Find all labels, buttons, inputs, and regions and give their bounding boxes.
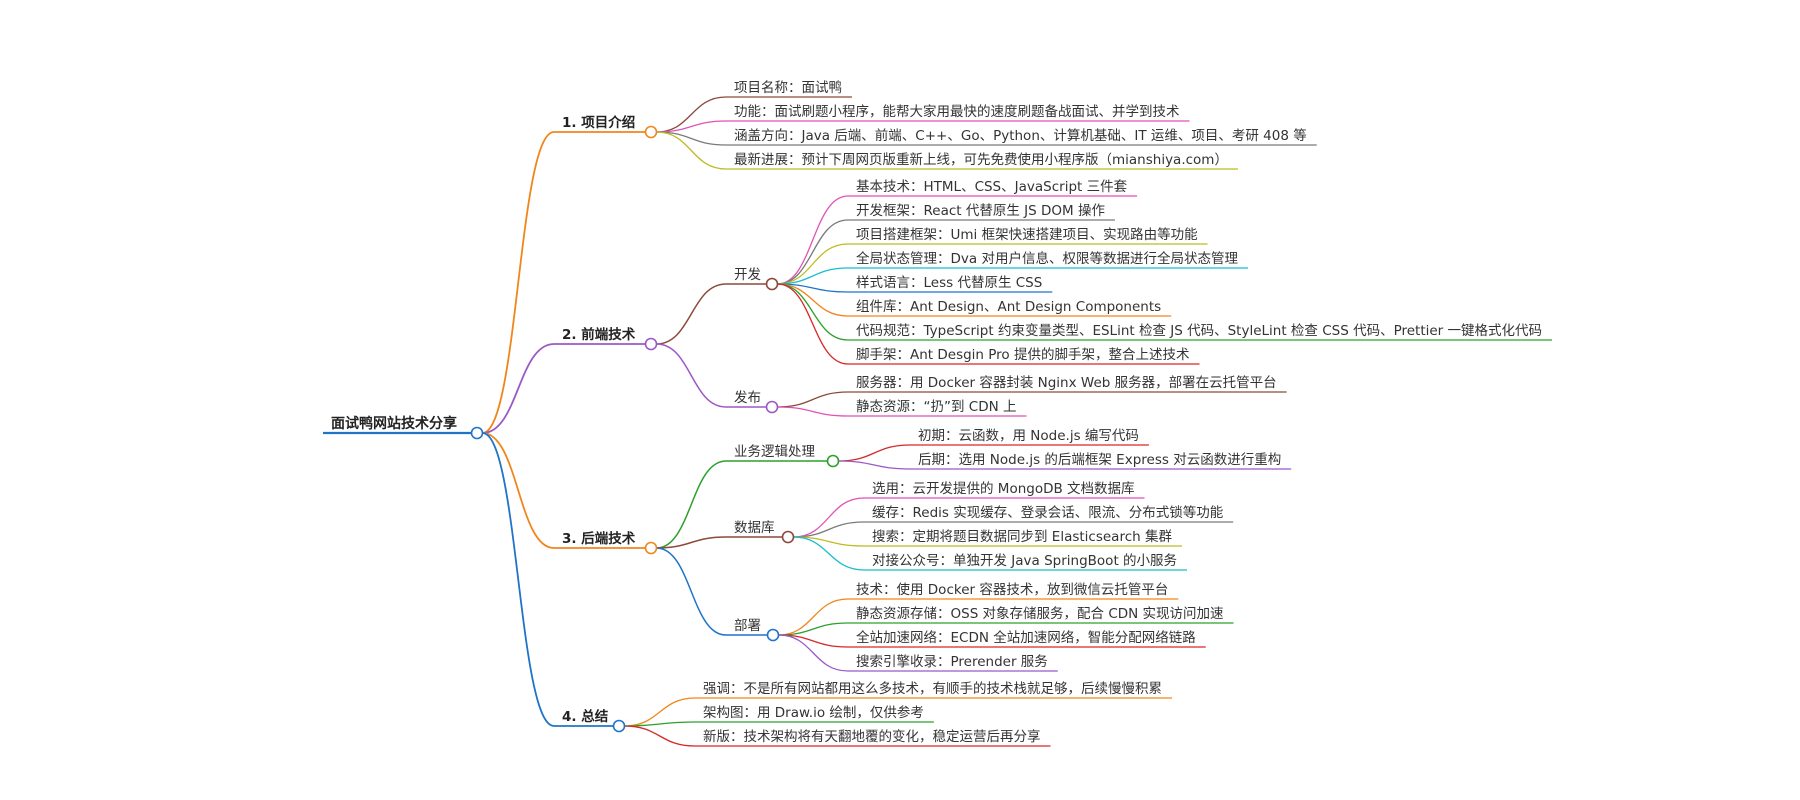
branch-backend-sub-2-collapse-toggle[interactable] [781, 530, 795, 544]
branch-backend-sub-3-leaf-4[interactable]: 搜索引擎收录：Prerender 服务 [856, 654, 1048, 670]
branch-summary-edge [482, 432, 555, 727]
branch-backend-sub-2-leaf-4-edge [793, 536, 865, 571]
branch-backend-sub-1-label[interactable]: 业务逻辑处理 [734, 444, 815, 460]
branch-backend-sub-2-leaf-1[interactable]: 选用：云开发提供的 MongoDB 文档数据库 [872, 481, 1135, 497]
branch-backend-sub-3-leaf-2[interactable]: 静态资源存储：OSS 对象存储服务，配合 CDN 实现访问加速 [856, 606, 1224, 622]
branch-intro-label[interactable]: 1. 项目介绍 [562, 114, 635, 131]
branch-backend-sub-1-leaf-2-edge [838, 460, 911, 470]
branch-summary-leaf-2-edge [624, 721, 696, 727]
branch-backend-sub-3-leaf-3[interactable]: 全站加速网络：ECDN 全站加速网络，智能分配网络链路 [856, 629, 1196, 646]
branch-backend-sub-3-leaf-1-edge [778, 598, 849, 636]
branch-intro-leaf-1[interactable]: 项目名称：面试鸭 [734, 80, 842, 96]
branch-backend-sub-3-leaf-2-edge [778, 622, 849, 636]
branch-summary-leaf-3-edge [624, 725, 696, 747]
branch-backend-sub-1-leaf-1-edge [838, 444, 911, 462]
branch-backend-sub-2-leaf-2[interactable]: 缓存：Redis 实现缓存、登录会话、限流、分布式锁等功能 [872, 504, 1223, 521]
branch-backend-sub-3-label[interactable]: 部署 [734, 618, 761, 634]
branch-frontend-sub-1-leaf-5[interactable]: 样式语言：Less 代替原生 CSS [856, 275, 1042, 291]
branch-backend-label[interactable]: 3. 后端技术 [562, 530, 636, 547]
branch-backend-sub-2-edge [656, 536, 727, 549]
branch-frontend-sub-1-leaf-2[interactable]: 开发框架：React 代替原生 JS DOM 操作 [856, 203, 1105, 219]
branch-intro-edge [482, 131, 555, 434]
branch-backend-sub-3-leaf-3-edge [778, 634, 849, 648]
branch-backend-sub-2-label[interactable]: 数据库 [734, 520, 775, 536]
branch-frontend-sub-1-leaf-3[interactable]: 项目搭建框架：Umi 框架快速搭建项目、实现路由等功能 [856, 226, 1198, 243]
branch-intro-leaf-2[interactable]: 功能：面试刷题小程序，能帮大家用最快的速度刷题备战面试、并学到技术 [734, 103, 1180, 120]
branch-frontend-collapse-toggle[interactable] [644, 337, 658, 351]
branch-frontend-sub-1-edge [656, 283, 727, 345]
branch-intro-leaf-4[interactable]: 最新进展：预计下周网页版重新上线，可先免费使用小程序版（mianshiya.co… [734, 151, 1228, 168]
branch-backend-collapse-toggle[interactable] [644, 541, 658, 555]
branch-backend-sub-2-leaf-2-edge [793, 521, 865, 538]
branch-frontend-sub-1-leaf-1[interactable]: 基本技术：HTML、CSS、JavaScript 三件套 [856, 178, 1128, 195]
branch-frontend-edge [482, 343, 555, 434]
root-collapse-toggle[interactable] [470, 426, 484, 440]
branch-frontend-sub-1-leaf-4[interactable]: 全局状态管理：Dva 对用户信息、权限等数据进行全局状态管理 [856, 250, 1238, 267]
branch-frontend-sub-1-leaf-7-edge [777, 283, 849, 341]
branch-frontend-sub-2-leaf-2-edge [777, 406, 849, 417]
branch-frontend-sub-1-leaf-8[interactable]: 脚手架：Ant Desgin Pro 提供的脚手架，整合上述技术 [856, 347, 1190, 363]
branch-intro-leaf-4-edge [656, 131, 727, 170]
branch-summary-leaf-1[interactable]: 强调：不是所有网站都用这么多技术，有顺手的技术栈就足够，后续慢慢积累 [703, 680, 1162, 697]
branch-frontend-sub-1-leaf-3-edge [777, 243, 849, 285]
branch-frontend-sub-2-leaf-1[interactable]: 服务器：用 Docker 容器封装 Nginx Web 服务器，部署在云托管平台 [856, 374, 1277, 391]
branch-frontend-sub-2-leaf-1-edge [777, 391, 849, 408]
branch-backend-sub-1-leaf-2[interactable]: 后期：选用 Node.js 的后端框架 Express 对云函数进行重构 [918, 452, 1281, 468]
branch-backend-sub-1-leaf-1[interactable]: 初期：云函数，用 Node.js 编写代码 [918, 427, 1139, 444]
mind-map-edges [323, 96, 1553, 747]
branch-backend-sub-3-leaf-4-edge [778, 634, 849, 672]
branch-frontend-sub-1-leaf-4-edge [777, 267, 849, 285]
branch-frontend-sub-1-leaf-2-edge [777, 219, 849, 285]
branch-summary-leaf-3[interactable]: 新版：技术架构将有天翻地覆的变化，稳定运营后再分享 [703, 728, 1041, 745]
branch-summary-collapse-toggle[interactable] [612, 719, 626, 733]
branch-frontend-sub-1-leaf-7[interactable]: 代码规范：TypeScript 约束变量类型、ESLint 检查 JS 代码、S… [856, 323, 1542, 339]
branch-frontend-label[interactable]: 2. 前端技术 [562, 326, 636, 343]
branch-frontend-sub-1-collapse-toggle[interactable] [765, 277, 779, 291]
branch-intro-leaf-1-edge [656, 96, 727, 133]
branch-backend-sub-3-collapse-toggle[interactable] [766, 628, 780, 642]
branch-frontend-sub-1-leaf-6[interactable]: 组件库：Ant Design、Ant Design Components [856, 299, 1161, 315]
branch-intro-collapse-toggle[interactable] [644, 125, 658, 139]
branch-intro-leaf-3-edge [656, 131, 727, 146]
branch-backend-sub-2-leaf-4[interactable]: 对接公众号：单独开发 Java SpringBoot 的小服务 [872, 552, 1177, 569]
branch-backend-sub-3-edge [656, 547, 727, 636]
branch-backend-sub-3-leaf-1[interactable]: 技术：使用 Docker 容器技术，放到微信云托管平台 [856, 581, 1168, 598]
mind-map-nodes: 面试鸭网站技术分享 1. 项目介绍 项目名称：面试鸭功能：面试刷题小程序，能帮大家用… [331, 80, 1542, 745]
branch-intro-leaf-3[interactable]: 涵盖方向：Java 后端、前端、C++、Go、Python、计算机基础、IT 运… [734, 127, 1307, 144]
root-node-label[interactable]: 面试鸭网站技术分享 [331, 415, 457, 432]
branch-backend-sub-2-leaf-1-edge [793, 497, 865, 538]
branch-frontend-sub-2-leaf-2[interactable]: 静态资源：“扔”到 CDN 上 [856, 399, 1017, 415]
branch-frontend-sub-2-edge [656, 343, 727, 408]
branch-backend-sub-2-leaf-3[interactable]: 搜索：定期将题目数据同步到 Elasticsearch 集群 [872, 529, 1172, 545]
branch-frontend-sub-1-leaf-1-edge [777, 195, 849, 285]
branch-frontend-sub-2-collapse-toggle[interactable] [765, 400, 779, 414]
branch-summary-label[interactable]: 4. 总结 [562, 708, 608, 725]
branch-backend-sub-1-collapse-toggle[interactable] [826, 454, 840, 468]
branch-frontend-sub-1-label[interactable]: 开发 [734, 267, 762, 283]
branch-summary-leaf-2[interactable]: 架构图：用 Draw.io 绘制，仅供参考 [703, 704, 924, 721]
branch-backend-sub-1-edge [656, 460, 727, 549]
branch-backend-edge [482, 432, 555, 549]
branch-frontend-sub-1-leaf-8-edge [777, 283, 849, 365]
branch-frontend-sub-2-label[interactable]: 发布 [734, 390, 761, 406]
